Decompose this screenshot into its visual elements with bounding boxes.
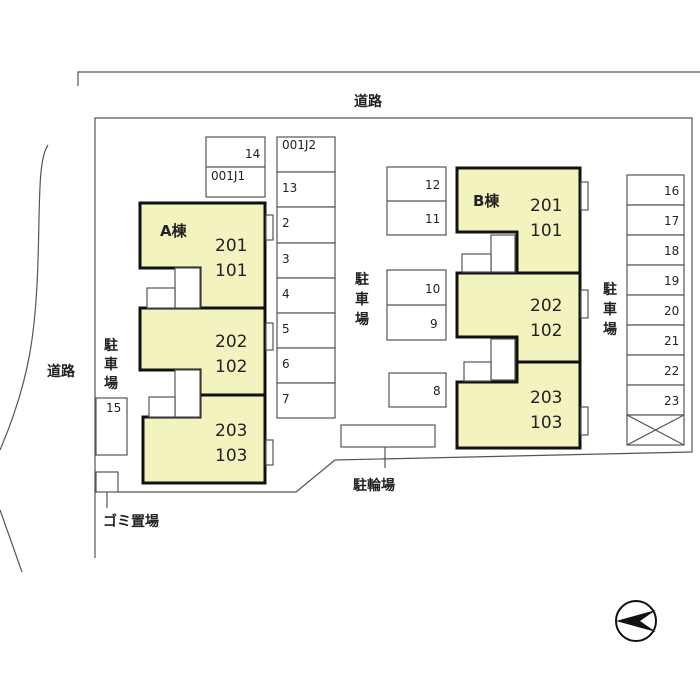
building-b-unit-2 bbox=[455, 271, 582, 364]
parking-number: 5 bbox=[282, 322, 290, 336]
road-left-label: 道路 bbox=[47, 363, 76, 380]
parking-space bbox=[276, 136, 336, 173]
unit-number: 201 bbox=[215, 236, 247, 256]
unit-number: 202 bbox=[530, 296, 562, 316]
unit-number: 203 bbox=[215, 421, 247, 441]
parking-number: 21 bbox=[664, 334, 679, 348]
parking-number: 13 bbox=[282, 181, 297, 195]
parking-number: 11 bbox=[425, 212, 440, 226]
unit-number: 203 bbox=[530, 388, 562, 408]
road-top-edge bbox=[77, 71, 700, 86]
parking-number: 20 bbox=[664, 304, 679, 318]
road-left-edge-lower bbox=[0, 509, 23, 573]
parking-column-a: 001J2 13 2 3 4 5 6 7 bbox=[276, 136, 336, 419]
balcony bbox=[265, 214, 274, 241]
parking-space bbox=[626, 234, 685, 266]
parking-label-right: 駐 bbox=[603, 281, 617, 298]
building-b-unit-3 bbox=[455, 360, 582, 450]
parking-label-mid: 駐 bbox=[355, 271, 369, 288]
balcony bbox=[580, 406, 589, 436]
parking-number: 8 bbox=[433, 384, 441, 398]
parking-number: 7 bbox=[282, 392, 290, 406]
parking-space bbox=[276, 347, 336, 384]
parking-label-left-2: 車 bbox=[104, 356, 118, 373]
parking-number: 15 bbox=[106, 401, 121, 415]
parking-label-right-3: 場 bbox=[603, 321, 617, 338]
balcony bbox=[265, 322, 274, 351]
parking-number: 19 bbox=[664, 274, 679, 288]
parking-number: 10 bbox=[425, 282, 440, 296]
parking-space bbox=[626, 294, 685, 326]
unit-number: 201 bbox=[530, 196, 562, 216]
parking-label-mid-3: 場 bbox=[355, 311, 369, 328]
parking-label-left-3: 場 bbox=[104, 375, 118, 392]
building-b-name: B棟 bbox=[473, 192, 500, 210]
parking-space bbox=[626, 354, 685, 386]
parking-label-mid-2: 車 bbox=[355, 291, 369, 308]
parking-number: 23 bbox=[664, 394, 679, 408]
balcony bbox=[580, 289, 589, 319]
parking-label-right-2: 車 bbox=[603, 301, 617, 318]
parking-number: 2 bbox=[282, 216, 290, 230]
parking-number: 4 bbox=[282, 287, 290, 301]
balcony bbox=[580, 181, 589, 211]
parking-space bbox=[276, 277, 336, 314]
building-a-stairs bbox=[146, 267, 201, 418]
parking-space-15 bbox=[95, 397, 128, 456]
unit-number: 101 bbox=[215, 261, 247, 281]
building-a-name: A棟 bbox=[160, 222, 188, 240]
unit-number: 103 bbox=[530, 413, 562, 433]
garbage-label: ゴミ置場 bbox=[103, 513, 159, 530]
parking-number: 17 bbox=[664, 214, 679, 228]
road-top-label: 道路 bbox=[354, 93, 383, 110]
building-b-stairs bbox=[461, 234, 516, 382]
parking-space bbox=[276, 312, 336, 349]
road-left-edge bbox=[0, 144, 49, 451]
bicycle-parking-label: 駐輪場 bbox=[353, 477, 395, 494]
parking-number: 001J2 bbox=[282, 138, 316, 152]
parking-label-left: 駐 bbox=[104, 337, 118, 354]
parking-number: 9 bbox=[430, 317, 438, 331]
unit-number: 103 bbox=[215, 446, 247, 466]
parking-number: 22 bbox=[664, 364, 679, 378]
parking-number: 3 bbox=[282, 252, 290, 266]
parking-number: 16 bbox=[664, 184, 679, 198]
parking-number: 12 bbox=[425, 178, 440, 192]
parking-number: 6 bbox=[282, 357, 290, 371]
site-boundary bbox=[94, 117, 693, 558]
parking-space bbox=[626, 324, 685, 356]
parking-space-8 bbox=[388, 372, 447, 408]
parking-space bbox=[276, 382, 336, 419]
parking-number: 001J1 bbox=[211, 169, 245, 183]
parking-column-right: 16 17 18 19 20 21 22 23 bbox=[626, 174, 685, 446]
parking-number: 14 bbox=[245, 147, 260, 161]
parking-number: 18 bbox=[664, 244, 679, 258]
unit-number: 102 bbox=[215, 357, 247, 377]
north-arrow-icon bbox=[615, 600, 657, 642]
garbage-area bbox=[95, 471, 119, 493]
bicycle-parking bbox=[340, 424, 436, 448]
cross-mark bbox=[626, 414, 685, 446]
unit-number: 101 bbox=[530, 221, 562, 241]
balcony bbox=[265, 439, 274, 466]
unit-number: 202 bbox=[215, 332, 247, 352]
parking-space bbox=[626, 204, 685, 236]
unit-number: 102 bbox=[530, 321, 562, 341]
